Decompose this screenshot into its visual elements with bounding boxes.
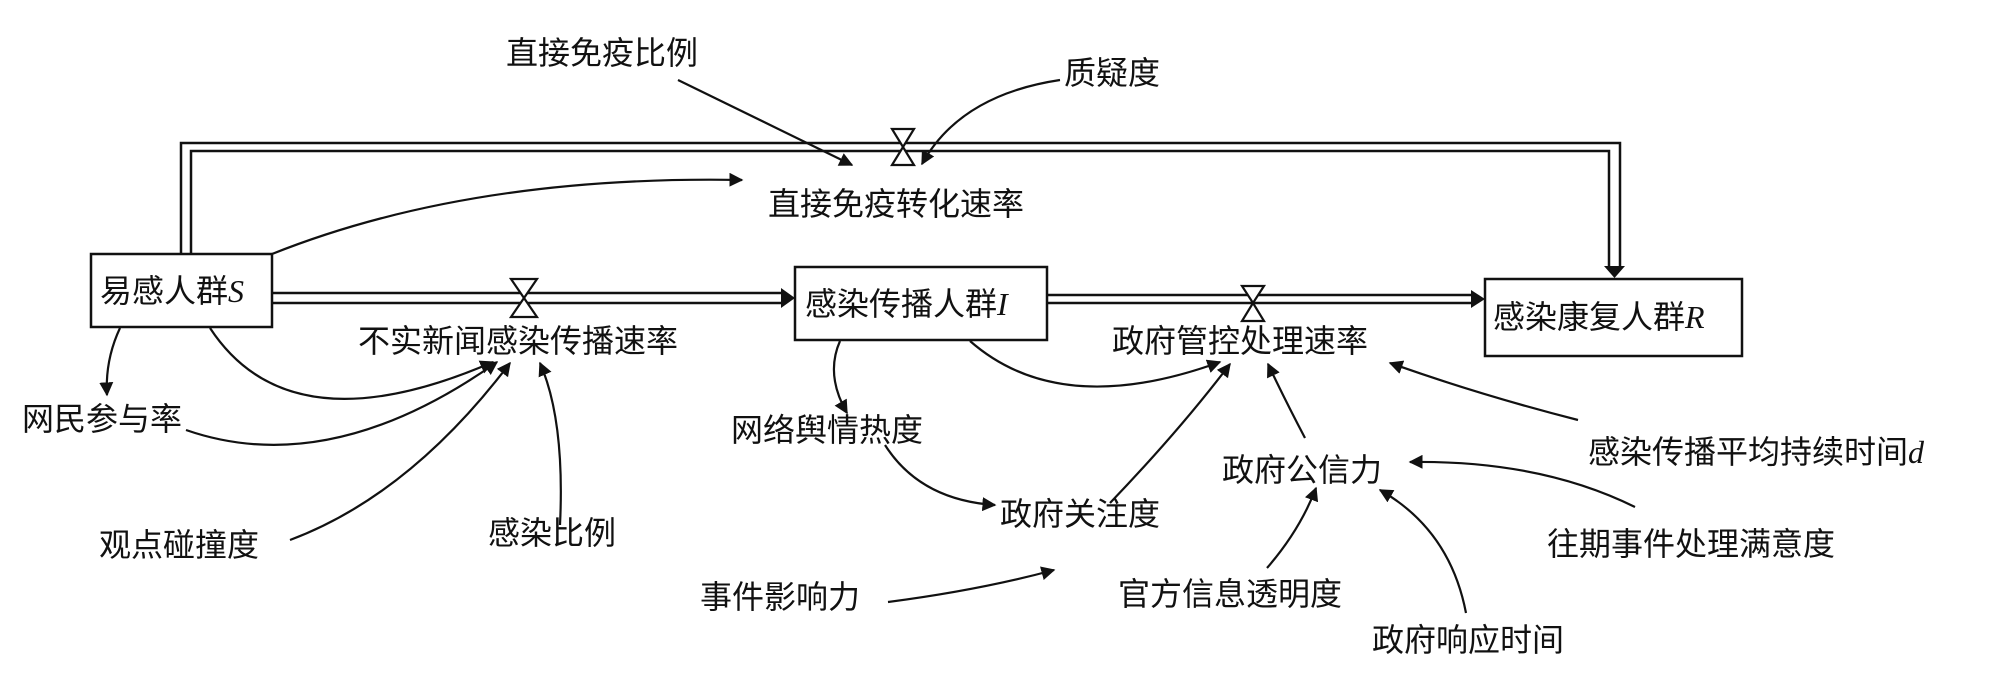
valve-icon [1239,284,1267,323]
aux-label: 感染传播平均持续时间 [1588,433,1908,471]
stock-symbol: R [1684,299,1705,335]
link-arrow [921,78,1061,166]
link-arrow [1266,486,1319,569]
link-arrow [1388,360,1579,422]
flow-label-misinformation-infection-rate[interactable]: 不实新闻感染传播速率 [358,322,678,360]
valve-icon [508,277,540,319]
link-arrow [538,361,562,526]
aux-infection-ratio[interactable]: 感染比例 [488,514,616,552]
flow-label-direct-immunity-rate[interactable]: 直接免疫转化速率 [768,185,1024,223]
svg-text:感染康复人群R: 感染康复人群R [1493,298,1705,336]
link-arrow [271,172,744,256]
flow-arrowhead [1471,290,1485,308]
link-arrow [1378,489,1468,614]
link-arrow [832,340,848,415]
aux-government-attention[interactable]: 政府关注度 [1000,495,1160,533]
flow-pipe-government-control [1047,290,1485,308]
flow-arrowhead [781,288,795,308]
svg-text:感染传播人群I: 感染传播人群I [805,285,1009,323]
link-arrow [887,566,1056,604]
stock-recovered[interactable]: 感染康复人群R [1483,277,1744,358]
stock-symbol: S [228,273,244,309]
link-arrow [1408,454,1636,508]
stock-symbol: I [996,286,1009,322]
svg-text:易感人群S: 易感人群S [100,272,244,310]
aux-government-credibility[interactable]: 政府公信力 [1222,451,1382,489]
flow-pipe-misinformation-infection [272,288,795,308]
aux-avg-infection-duration[interactable]: 感染传播平均持续时间d [1588,433,1925,471]
aux-opinion-collision[interactable]: 观点碰撞度 [99,526,259,564]
stock-label: 易感人群 [100,272,228,310]
aux-past-event-satisfaction[interactable]: 往期事件处理满意度 [1547,525,1835,563]
link-arrow [185,361,499,446]
stock-susceptible[interactable]: 易感人群S [89,252,274,329]
stock-label: 感染传播人群 [805,285,997,323]
link-arrow [1267,362,1306,439]
link-arrow [99,327,121,397]
aux-government-response-time[interactable]: 政府响应时间 [1372,621,1564,659]
link-arrow [677,79,854,166]
link-arrow [209,327,495,400]
aux-skepticism[interactable]: 质疑度 [1064,54,1160,92]
stock-infected[interactable]: 感染传播人群I [793,265,1049,342]
flow-label-government-control-rate[interactable]: 政府管控处理速率 [1112,322,1368,360]
aux-event-influence[interactable]: 事件影响力 [700,578,860,616]
aux-official-info-transparency[interactable]: 官方信息透明度 [1118,575,1342,613]
aux-symbol: d [1908,434,1925,470]
link-arrow [884,444,997,512]
valve-icon [890,127,916,167]
stock-label: 感染康复人群 [1493,298,1685,336]
flow-arrowhead [1604,266,1625,278]
link-arrow [289,361,511,542]
aux-online-public-opinion-heat[interactable]: 网络舆情热度 [731,411,923,449]
aux-direct-immunity-ratio[interactable]: 直接免疫比例 [506,34,698,72]
aux-netizen-participation-rate[interactable]: 网民参与率 [22,400,182,438]
link-arrow [1109,362,1231,504]
link-arrow [969,340,1222,388]
